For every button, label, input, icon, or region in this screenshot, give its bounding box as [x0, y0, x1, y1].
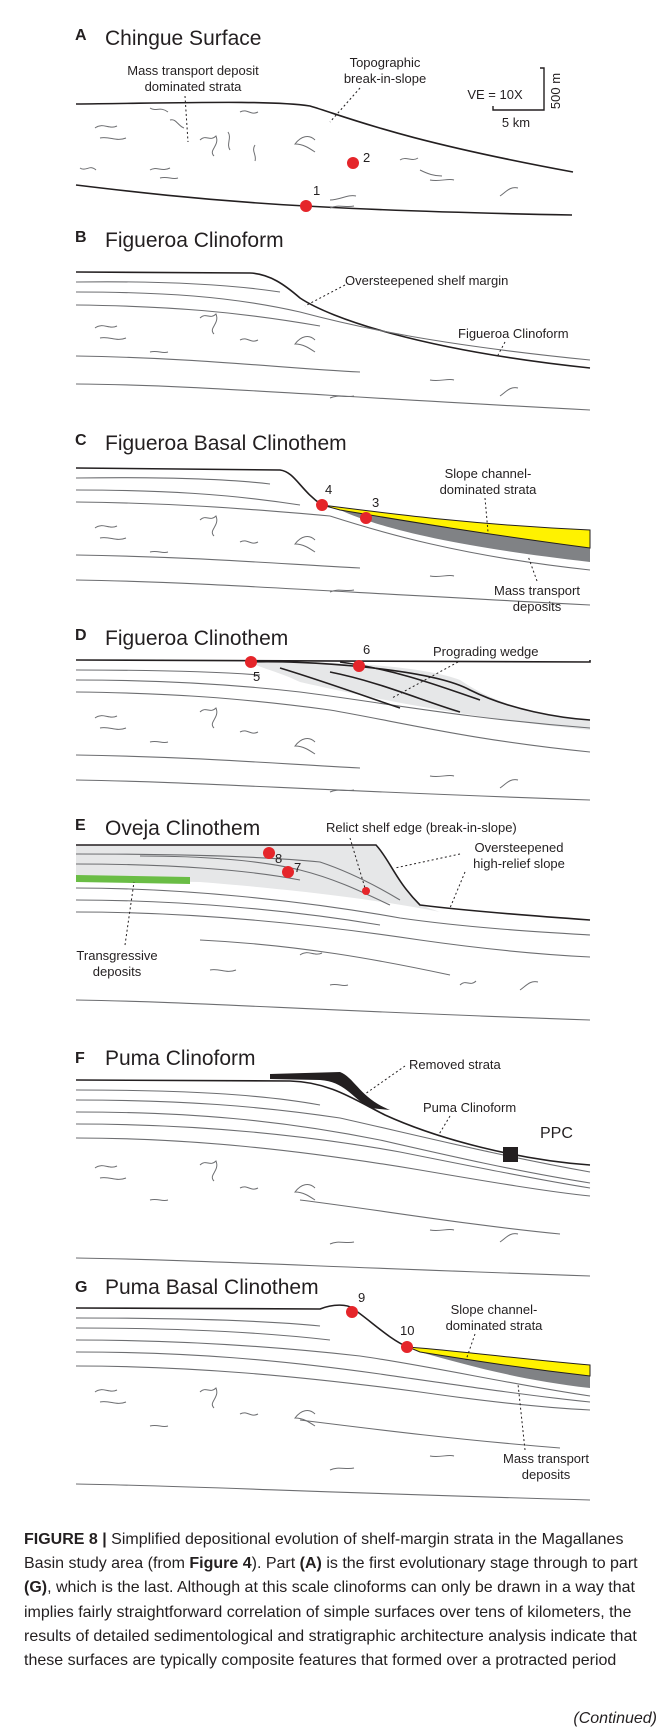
vertical-scale-label: 500 m [548, 73, 563, 109]
prograding-wedge-fill [250, 662, 590, 730]
point-marker [300, 200, 312, 212]
point-label: 8 [275, 851, 282, 866]
relict-shelf-edge-label: Relict shelf edge (break-in-slope) [326, 820, 517, 835]
point-label: 4 [325, 482, 332, 497]
caption-text: , which is the last. Although at this sc… [24, 1579, 637, 1669]
transgressive-label: deposits [93, 964, 142, 979]
oversteepened-label: Oversteepened [475, 840, 564, 855]
figueroa-clinoform-label: Figueroa Clinoform [458, 326, 569, 341]
mass-transport-label: Mass transport [503, 1451, 589, 1466]
point-label: 1 [313, 183, 320, 198]
panel-title: Oveja Clinothem [105, 817, 260, 840]
strata-squiggles [210, 953, 538, 990]
oversteepened-label: high-relief slope [473, 856, 565, 871]
panel-title: Figueroa Basal Clinothem [105, 432, 347, 455]
panel-letter: E [75, 817, 86, 834]
point-label: 3 [372, 495, 379, 510]
panel-letter: C [75, 432, 87, 449]
point-label: 9 [358, 1290, 365, 1305]
panel-e: E Oveja Clinothem 8 7 Relict shelf edge … [75, 817, 590, 1020]
removed-strata-fill [270, 1072, 390, 1110]
puma-clinoform-label: Puma Clinoform [423, 1100, 516, 1115]
slope-channel-label: Slope channel- [445, 466, 532, 481]
panel-title: Puma Clinoform [105, 1047, 256, 1070]
strata-squiggles [95, 708, 518, 792]
strata-squiggles [95, 1388, 454, 1470]
point-marker [353, 660, 365, 672]
point-marker [316, 499, 328, 511]
caption-part-g: (G) [24, 1579, 47, 1596]
point-marker [263, 847, 275, 859]
panel-title: Figueroa Clinoform [105, 229, 284, 252]
ve-label: VE = 10X [467, 87, 523, 102]
panel-letter: D [75, 627, 87, 644]
panel-title: Chingue Surface [105, 27, 261, 50]
strata-squiggles [95, 314, 518, 398]
continued-note: (Continued) [573, 1710, 657, 1728]
mass-transport-label: Mass transport [494, 583, 580, 598]
point-marker [401, 1341, 413, 1353]
panel-c: C Figueroa Basal Clinothem 4 3 Slope cha… [75, 432, 590, 614]
point-label: 5 [253, 669, 260, 684]
oversteepened-label: Oversteepened shelf margin [345, 273, 508, 288]
panel-letter: A [75, 27, 87, 44]
panel-letter: B [75, 229, 87, 246]
point-label: 10 [400, 1323, 414, 1338]
mtd-label: Mass transport deposit [127, 63, 259, 78]
relict-shelf-edge-marker [362, 887, 370, 895]
caption-text: ). Part [252, 1555, 300, 1572]
slope-channel-label: Slope channel- [451, 1302, 538, 1317]
point-label: 6 [363, 642, 370, 657]
point-label: 2 [363, 150, 370, 165]
panel-title: Figueroa Clinothem [105, 627, 288, 650]
point-marker [360, 512, 372, 524]
topo-label: Topographic [350, 55, 421, 70]
topo-label: break-in-slope [344, 71, 426, 86]
mass-transport-label: deposits [522, 1467, 571, 1482]
strata-squiggles [95, 1161, 518, 1244]
panel-g: G Puma Basal Clinothem 9 10 Slope channe… [75, 1276, 590, 1500]
caption-part-a: (A) [300, 1555, 322, 1572]
panel-title: Puma Basal Clinothem [105, 1276, 319, 1299]
mtd-label: dominated strata [145, 79, 243, 94]
mass-transport-label: deposits [513, 599, 562, 614]
figure-caption: FIGURE 8 | Simplified depositional evolu… [24, 1528, 640, 1673]
panel-b: B Figueroa Clinoform Oversteepened shelf… [75, 229, 590, 410]
panel-letter: G [75, 1279, 87, 1296]
point-marker [346, 1306, 358, 1318]
point-marker [347, 157, 359, 169]
panel-letter: F [75, 1050, 85, 1067]
prograding-wedge-label: Prograding wedge [433, 644, 539, 659]
caption-figure-ref[interactable]: Figure 4 [189, 1555, 251, 1572]
removed-strata-label: Removed strata [409, 1057, 502, 1072]
caption-label: FIGURE 8 | [24, 1531, 107, 1548]
transgressive-label: Transgressive [76, 948, 157, 963]
panel-d: D Figueroa Clinothem 5 6 Prograding wedg… [75, 627, 590, 800]
caption-text: is the first evolutionary stage through … [322, 1555, 638, 1572]
point-label: 7 [294, 860, 301, 875]
ppc-marker [503, 1147, 518, 1162]
panel-f: F Puma Clinoform Removed strata Puma Cli… [75, 1047, 590, 1276]
slope-channel-label: dominated strata [440, 482, 538, 497]
panel-a: A Chingue Surface Mass transport deposit… [75, 27, 573, 215]
slope-channel-label: dominated strata [446, 1318, 544, 1333]
point-marker [245, 656, 257, 668]
point-marker [282, 866, 294, 878]
horizontal-scale-label: 5 km [502, 115, 530, 130]
ppc-label: PPC [540, 1125, 573, 1142]
